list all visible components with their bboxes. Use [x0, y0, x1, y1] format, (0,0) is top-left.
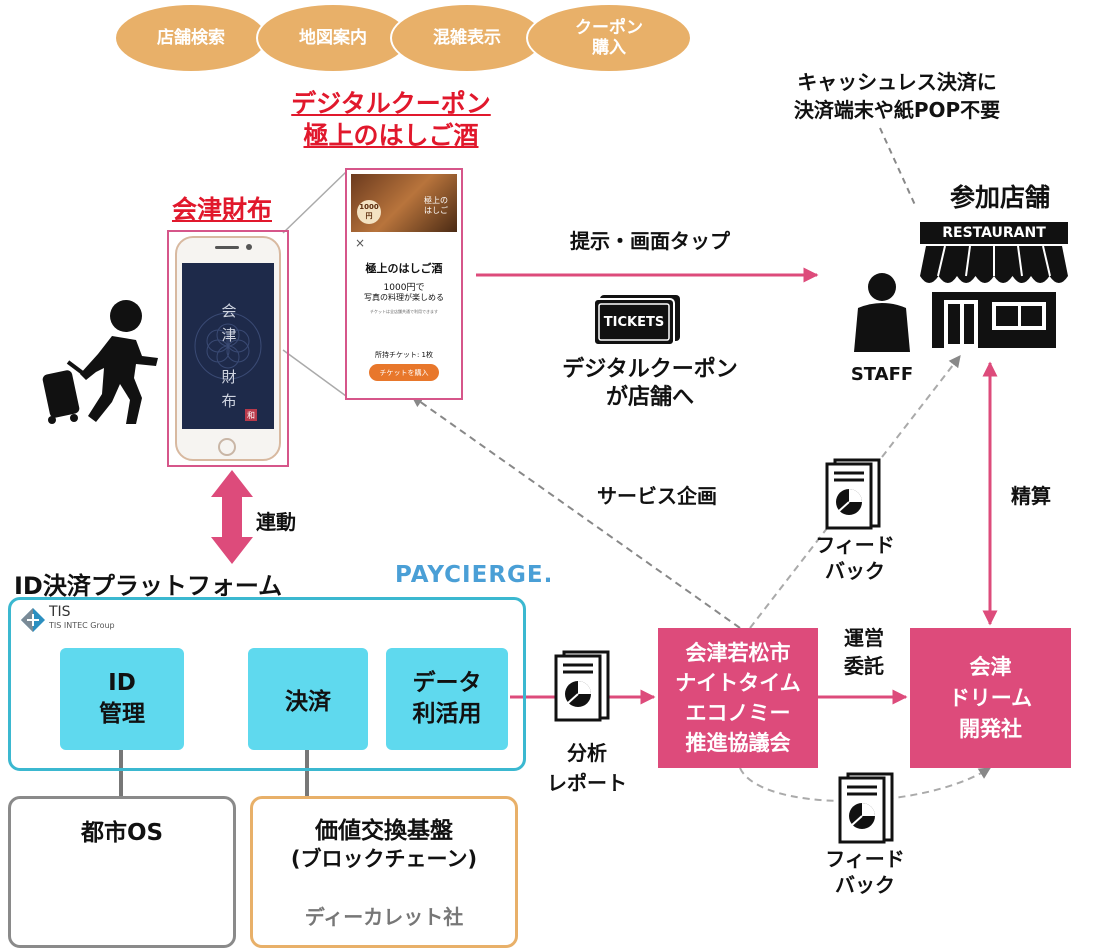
coupon-held-count: 所持チケット: 1枚 [374, 351, 434, 359]
phone-char-2: 津 [221, 326, 237, 344]
staff-person-icon [854, 273, 910, 352]
service-store-search: 店舗検索 [114, 3, 268, 73]
phone-body: 会 津 財 布 和 [175, 236, 281, 461]
store-title: 参加店舗 [949, 183, 1050, 212]
coupon-to-store-label: デジタルクーポン が店舗へ [562, 357, 738, 410]
phone-frame-highlight: 会 津 財 布 和 [167, 230, 289, 467]
phone-char-1: 会 [221, 302, 237, 320]
present-tap-label: 提示・画面タップ [570, 229, 730, 253]
coupon-note: チケットは全店舗共通で利用できます [370, 309, 438, 314]
storefront-icon [920, 246, 1068, 348]
phone-vertical-title: 会 津 財 布 [220, 299, 238, 413]
service-coupon-purchase: クーポン 購入 [526, 3, 692, 73]
service-plan-label: サービス企画 [597, 484, 717, 508]
phone-camera [246, 244, 252, 250]
operation-label: 運営 委託 [844, 626, 884, 678]
value-exchange-box: 価値交換基盤 (ブロックチェーン) ディーカレット社 [250, 796, 518, 948]
staff-label: STAFF [850, 364, 914, 385]
restaurant-icon: RESTAURANT [920, 222, 1068, 348]
close-icon[interactable]: × [355, 236, 366, 250]
tickets-icon: TICKETS [592, 293, 684, 347]
phone-speaker [215, 246, 239, 249]
phone-char-3: 財 [221, 368, 237, 386]
wallet-title: 会津財布 [171, 195, 272, 224]
phone-stamp: 和 [245, 409, 257, 421]
tickets-text: TICKETS [603, 314, 665, 330]
feedback-report-icon-bottom [838, 772, 894, 844]
feedback-bottom-label: フィード バック [825, 847, 905, 897]
analysis-report-icon [554, 650, 610, 722]
coupon-banner-image: 1000円 極上の はしご [351, 174, 457, 232]
city-os-label: 都市OS [80, 820, 164, 846]
buy-ticket-button[interactable]: チケットを購入 [369, 364, 439, 381]
value-exchange-title: 価値交換基盤 [315, 818, 453, 844]
settlement-label: 精算 [1011, 484, 1051, 508]
phone-screen[interactable]: 会 津 財 布 和 [182, 263, 274, 429]
value-exchange-company: ディーカレット社 [304, 905, 464, 929]
feedback-bottom-arrow [739, 767, 992, 802]
service-plan-arrow [411, 395, 741, 629]
phone-char-4: 布 [221, 392, 237, 410]
platform-container: TIS TIS INTEC Group [8, 597, 526, 771]
city-os-box: 都市OS [8, 796, 236, 948]
payment-box: 決済 [248, 648, 368, 750]
link-double-arrow [211, 470, 253, 564]
phone-home-button[interactable] [218, 438, 236, 456]
callout-line-top [282, 171, 347, 234]
coupon-line-1: 1000円で [383, 283, 425, 293]
coupon-heading: 極上のはしご酒 [365, 262, 443, 275]
paycierge-logo: PAYCIERGE. [395, 562, 554, 588]
analysis-report-label: 分析 レポート [547, 741, 627, 795]
coupon-card: 1000円 極上の はしご × 極上のはしご酒 1000円で 写真の料理が楽しめ… [345, 168, 463, 400]
cashless-note: キャッシュレス決済に 決済端末や紙POP不要 [793, 70, 1001, 122]
feedback-report-icon-top [825, 458, 881, 530]
value-exchange-sub: (ブロックチェーン) [290, 847, 478, 871]
coupon-title: デジタルクーポン 極上のはしご酒 [256, 88, 526, 152]
tis-logo-icon [21, 608, 45, 632]
tis-group-text: TIS INTEC Group [49, 621, 115, 630]
traveler-icon [42, 300, 158, 424]
coupon-banner-badge: 1000円 [357, 200, 381, 224]
restaurant-sign: RESTAURANT [920, 222, 1068, 244]
link-label: 連動 [256, 510, 296, 534]
platform-title: ID決済プラットフォーム [14, 572, 283, 600]
id-management-box: ID 管理 [60, 648, 184, 750]
feedback-top-label: フィード バック [815, 533, 895, 583]
coupon-banner-text: 極上の はしご [424, 196, 448, 215]
tis-text: TIS [49, 604, 71, 620]
dream-company-box: 会津 ドリーム 開発社 [910, 628, 1071, 768]
coupon-title-line2: 極上のはしご酒 [303, 121, 479, 150]
cashless-note-line [879, 127, 916, 206]
coupon-title-line1: デジタルクーポン [291, 89, 491, 118]
callout-line-bottom [282, 349, 347, 397]
data-utilization-box: データ 利活用 [386, 648, 508, 750]
flower-pattern-icon [194, 312, 262, 380]
service-map-guide: 地図案内 [256, 3, 410, 73]
coupon-line-2: 写真の料理が楽しめる [364, 293, 444, 302]
council-box: 会津若松市 ナイトタイム エコノミー 推進協議会 [658, 628, 818, 768]
service-congestion: 混雑表示 [390, 3, 544, 73]
